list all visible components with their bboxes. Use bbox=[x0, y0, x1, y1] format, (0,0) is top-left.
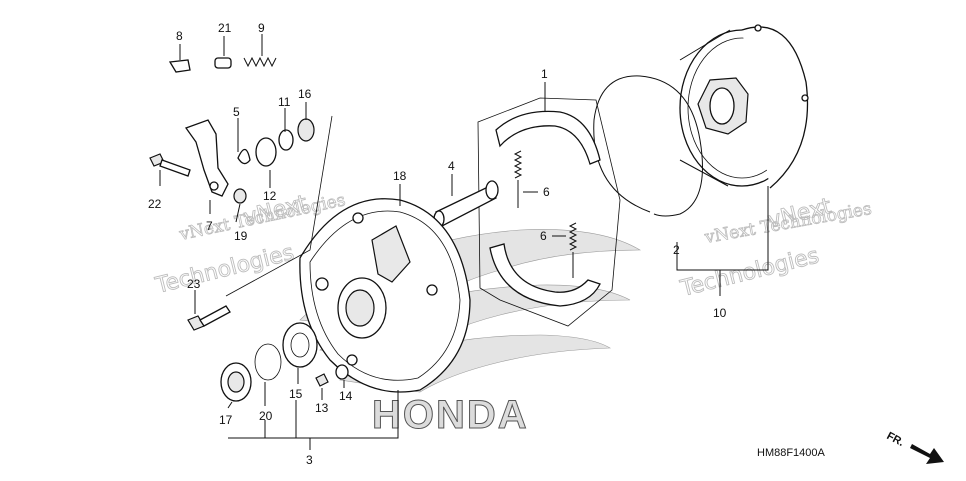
brake-panel bbox=[299, 198, 471, 393]
callout-9: 9 bbox=[258, 21, 265, 35]
callout-16: 16 bbox=[298, 87, 312, 101]
springs bbox=[513, 150, 578, 278]
callout-22: 22 bbox=[148, 197, 162, 211]
callout-3: 3 bbox=[306, 453, 313, 467]
callout-23: 23 bbox=[187, 277, 201, 291]
callout-15: 15 bbox=[289, 387, 303, 401]
bearing-and-seals bbox=[220, 322, 318, 402]
fr-label: FR. bbox=[885, 430, 906, 449]
callout-6b: 6 bbox=[540, 229, 547, 243]
callout-14: 14 bbox=[339, 389, 353, 403]
return-spring-and-seals bbox=[233, 118, 315, 204]
callout-1: 1 bbox=[541, 67, 548, 81]
callout-18: 18 bbox=[393, 169, 407, 183]
callout-7: 7 bbox=[206, 219, 213, 233]
brake-shoes bbox=[477, 97, 621, 327]
callout-2: 2 bbox=[673, 243, 680, 257]
callout-21: 21 bbox=[218, 21, 232, 35]
watermark-left-line2: Technologies bbox=[152, 240, 296, 299]
callout-5: 5 bbox=[233, 105, 240, 119]
callout-17: 17 bbox=[219, 413, 233, 427]
fr-arrow-icon bbox=[910, 444, 944, 464]
bolt-13-washer-14 bbox=[315, 364, 349, 387]
cam-shaft bbox=[433, 180, 499, 228]
bolt-22 bbox=[149, 153, 191, 177]
watermark-right-line2: Technologies bbox=[677, 243, 821, 302]
callout-19: 19 bbox=[234, 229, 248, 243]
callout-8: 8 bbox=[176, 29, 183, 43]
leader-lines bbox=[159, 34, 769, 450]
callout-10: 10 bbox=[713, 306, 727, 320]
callout-12: 12 bbox=[263, 189, 277, 203]
callout-4: 4 bbox=[448, 159, 455, 173]
brake-drum bbox=[679, 24, 809, 189]
bolt-23 bbox=[187, 305, 231, 331]
callout-6a: 6 bbox=[543, 185, 550, 199]
callout-labels: 1 2 3 4 5 6 6 7 8 9 10 11 12 13 14 15 16… bbox=[148, 21, 727, 467]
honda-logo-text: HONDA bbox=[372, 393, 529, 437]
diagram-code: HM88F1400A bbox=[757, 447, 826, 459]
front-direction-indicator: FR. bbox=[885, 430, 944, 464]
small-parts-top bbox=[168, 56, 277, 73]
callout-11: 11 bbox=[278, 95, 291, 109]
callout-13: 13 bbox=[315, 401, 329, 415]
brake-arm bbox=[184, 119, 229, 197]
callout-20: 20 bbox=[259, 409, 273, 423]
